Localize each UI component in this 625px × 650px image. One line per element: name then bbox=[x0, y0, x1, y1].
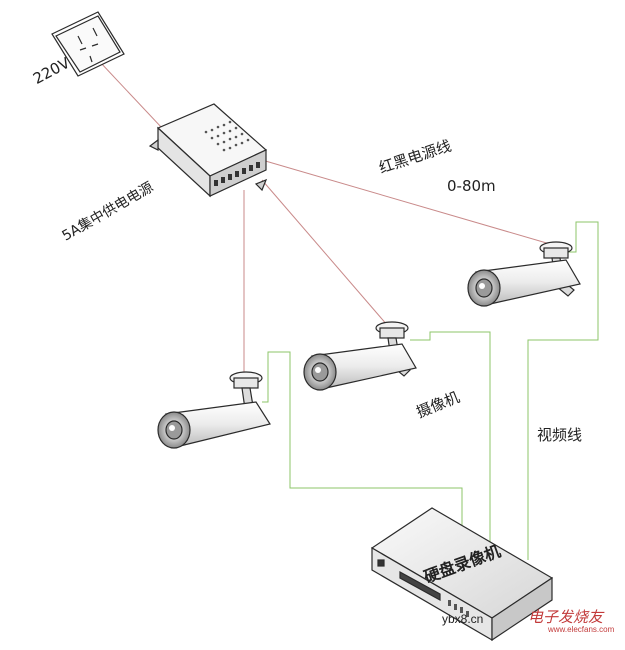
wall-socket bbox=[51, 11, 125, 77]
watermark-brand: 电子发烧友 bbox=[528, 608, 604, 626]
power-cables bbox=[99, 61, 551, 378]
video-cables bbox=[262, 221, 599, 560]
dvr-recorder bbox=[370, 507, 554, 642]
watermark-site: ybx8.cn bbox=[442, 612, 484, 626]
watermark-url: www.elecfans.com bbox=[548, 625, 615, 634]
video-cable-middle-camera bbox=[410, 331, 491, 560]
mains-cable bbox=[99, 61, 163, 129]
power-supply-unit bbox=[148, 103, 268, 198]
camera-middle bbox=[303, 321, 417, 391]
vent-holes bbox=[204, 120, 250, 152]
camera-left bbox=[157, 371, 271, 449]
label-video-cable: 视频线 bbox=[537, 426, 583, 444]
video-cable-left-camera bbox=[262, 351, 463, 552]
video-cable-right-camera bbox=[527, 221, 599, 560]
power-cable-right-camera bbox=[261, 159, 551, 245]
power-cable-middle-camera bbox=[261, 179, 389, 327]
label-cable-range: 0-80m bbox=[447, 177, 496, 195]
terminal-block bbox=[214, 162, 260, 186]
camera-right bbox=[467, 241, 581, 307]
